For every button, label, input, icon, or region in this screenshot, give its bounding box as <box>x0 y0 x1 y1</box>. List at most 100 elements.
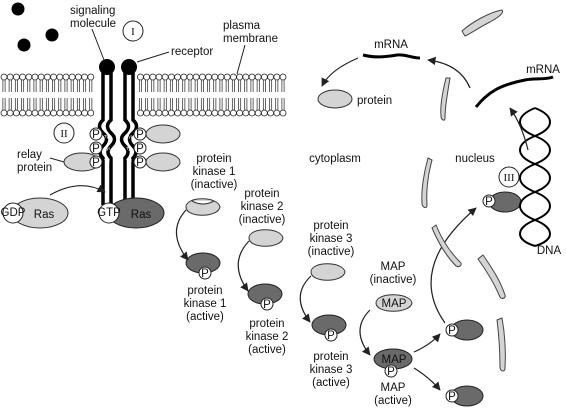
phosphate-icon: P <box>89 127 103 141</box>
phospholipid-head <box>167 73 175 81</box>
plasma-membrane-label: plasma <box>223 20 261 32</box>
phospholipid-head <box>254 109 262 117</box>
phospholipid-head <box>229 73 237 81</box>
relay-protein-label: protein <box>17 162 52 174</box>
phospholipid-head <box>62 73 70 81</box>
phosphate-icon: P <box>133 155 147 169</box>
relay-proteins <box>63 124 181 172</box>
phosphate-icon: P <box>133 141 147 155</box>
protein-kinase-2-inactive <box>248 229 284 247</box>
map-branch-upper: P <box>445 319 484 341</box>
phospholipid-head <box>205 109 213 117</box>
phospholipid-head <box>248 109 256 117</box>
svg-text:II: II <box>60 128 68 140</box>
phospholipid-head <box>279 109 287 117</box>
receptor: Tyr Tyr Tyr Tyr Tyr Tyr <box>97 59 139 205</box>
svg-text:(active): (active) <box>312 377 350 389</box>
map-in-nucleus: P <box>482 191 522 213</box>
phospholipid-head <box>236 109 244 117</box>
phospholipid-head <box>68 73 76 81</box>
svg-text:Tyr: Tyr <box>126 134 133 139</box>
phospholipid-head <box>0 73 8 81</box>
svg-text:Tyr: Tyr <box>126 146 133 151</box>
svg-text:kinase 3: kinase 3 <box>310 364 353 376</box>
nuclear-envelope <box>421 9 506 372</box>
phospholipid-head <box>19 73 27 81</box>
svg-text:(active): (active) <box>248 344 286 356</box>
svg-text:P: P <box>136 129 144 141</box>
phospholipid-head <box>37 109 45 117</box>
signaling-molecule-label: molecule <box>70 18 116 30</box>
phospholipid-head <box>174 73 182 81</box>
phospholipid-head <box>56 73 64 81</box>
svg-text:P: P <box>92 157 100 169</box>
phospholipid-head <box>211 109 219 117</box>
phospholipid-head <box>267 109 275 117</box>
phospholipid-head <box>260 73 268 81</box>
phospholipid-head <box>236 73 244 81</box>
svg-text:P: P <box>136 143 144 155</box>
phospholipid-head <box>62 109 70 117</box>
phospholipid-head <box>223 73 231 81</box>
phospholipid-head <box>136 109 144 117</box>
svg-text:kinase 2: kinase 2 <box>241 201 284 213</box>
phospholipid-head <box>0 109 8 117</box>
svg-text:P: P <box>448 391 456 403</box>
phospholipid-head <box>155 73 163 81</box>
signaling-molecule-label: signaling <box>70 5 115 17</box>
phospholipid-head <box>192 73 200 81</box>
svg-text:(inactive): (inactive) <box>191 179 238 191</box>
svg-text:P: P <box>263 299 271 311</box>
phospholipid-head <box>155 109 163 117</box>
phospholipid-head <box>180 109 188 117</box>
phosphate-icon: P <box>133 127 147 141</box>
svg-text:(inactive): (inactive) <box>308 246 355 258</box>
svg-text:protein: protein <box>187 285 222 297</box>
svg-text:GDP: GDP <box>1 207 26 219</box>
protein-kinase-2-active: P <box>247 283 283 311</box>
phospholipid-head <box>143 73 151 81</box>
phospholipid-head <box>229 109 237 117</box>
svg-text:Tyr: Tyr <box>104 146 111 151</box>
phospholipid-head <box>248 73 256 81</box>
phospholipid-head <box>50 73 57 81</box>
phospholipid-head <box>186 109 194 117</box>
mrna-strand-left <box>362 53 421 60</box>
protein-kinase-3-active: P <box>311 314 347 342</box>
phospholipid-head <box>180 73 188 81</box>
svg-text:P: P <box>387 366 395 378</box>
phospholipid-head <box>267 73 275 81</box>
svg-text:(inactive): (inactive) <box>370 274 417 286</box>
mrna-label-left: mRNA <box>374 39 408 51</box>
svg-text:I: I <box>131 26 135 38</box>
phospholipid-head <box>19 109 27 117</box>
cytoplasm-label: cytoplasm <box>309 153 361 165</box>
svg-text:III: III <box>504 172 515 184</box>
phospholipid-head <box>31 73 39 81</box>
protein-label: protein <box>357 95 392 107</box>
phospholipid-head <box>273 109 281 117</box>
receptor-phosphates: P P P P P P <box>89 127 147 169</box>
phospholipid-head <box>37 73 45 81</box>
ras-active: Ras GTP <box>97 197 165 229</box>
phosphate-icon: P <box>89 141 103 155</box>
dna-label: DNA <box>537 245 562 257</box>
phospholipid-head <box>68 109 76 117</box>
mrna-strand-right <box>474 75 554 108</box>
receptor-label: receptor <box>171 46 213 58</box>
signaling-molecules <box>11 2 59 52</box>
phospholipid-head <box>161 73 169 81</box>
svg-text:protein: protein <box>196 153 231 165</box>
nucleus-label: nucleus <box>455 153 495 165</box>
protein-kinase-1-inactive <box>185 198 221 216</box>
svg-text:MAP: MAP <box>381 382 406 394</box>
phospholipid-head <box>174 109 182 117</box>
plasma-membrane-label: membrane <box>223 33 278 45</box>
phospholipid-head <box>198 73 206 81</box>
phospholipid-head <box>31 109 39 117</box>
phospholipid-head <box>81 109 88 117</box>
svg-text:P: P <box>327 330 335 342</box>
map-active: MAP P <box>373 348 413 378</box>
svg-text:Tyr: Tyr <box>104 158 111 163</box>
phospholipid-head <box>161 109 169 117</box>
